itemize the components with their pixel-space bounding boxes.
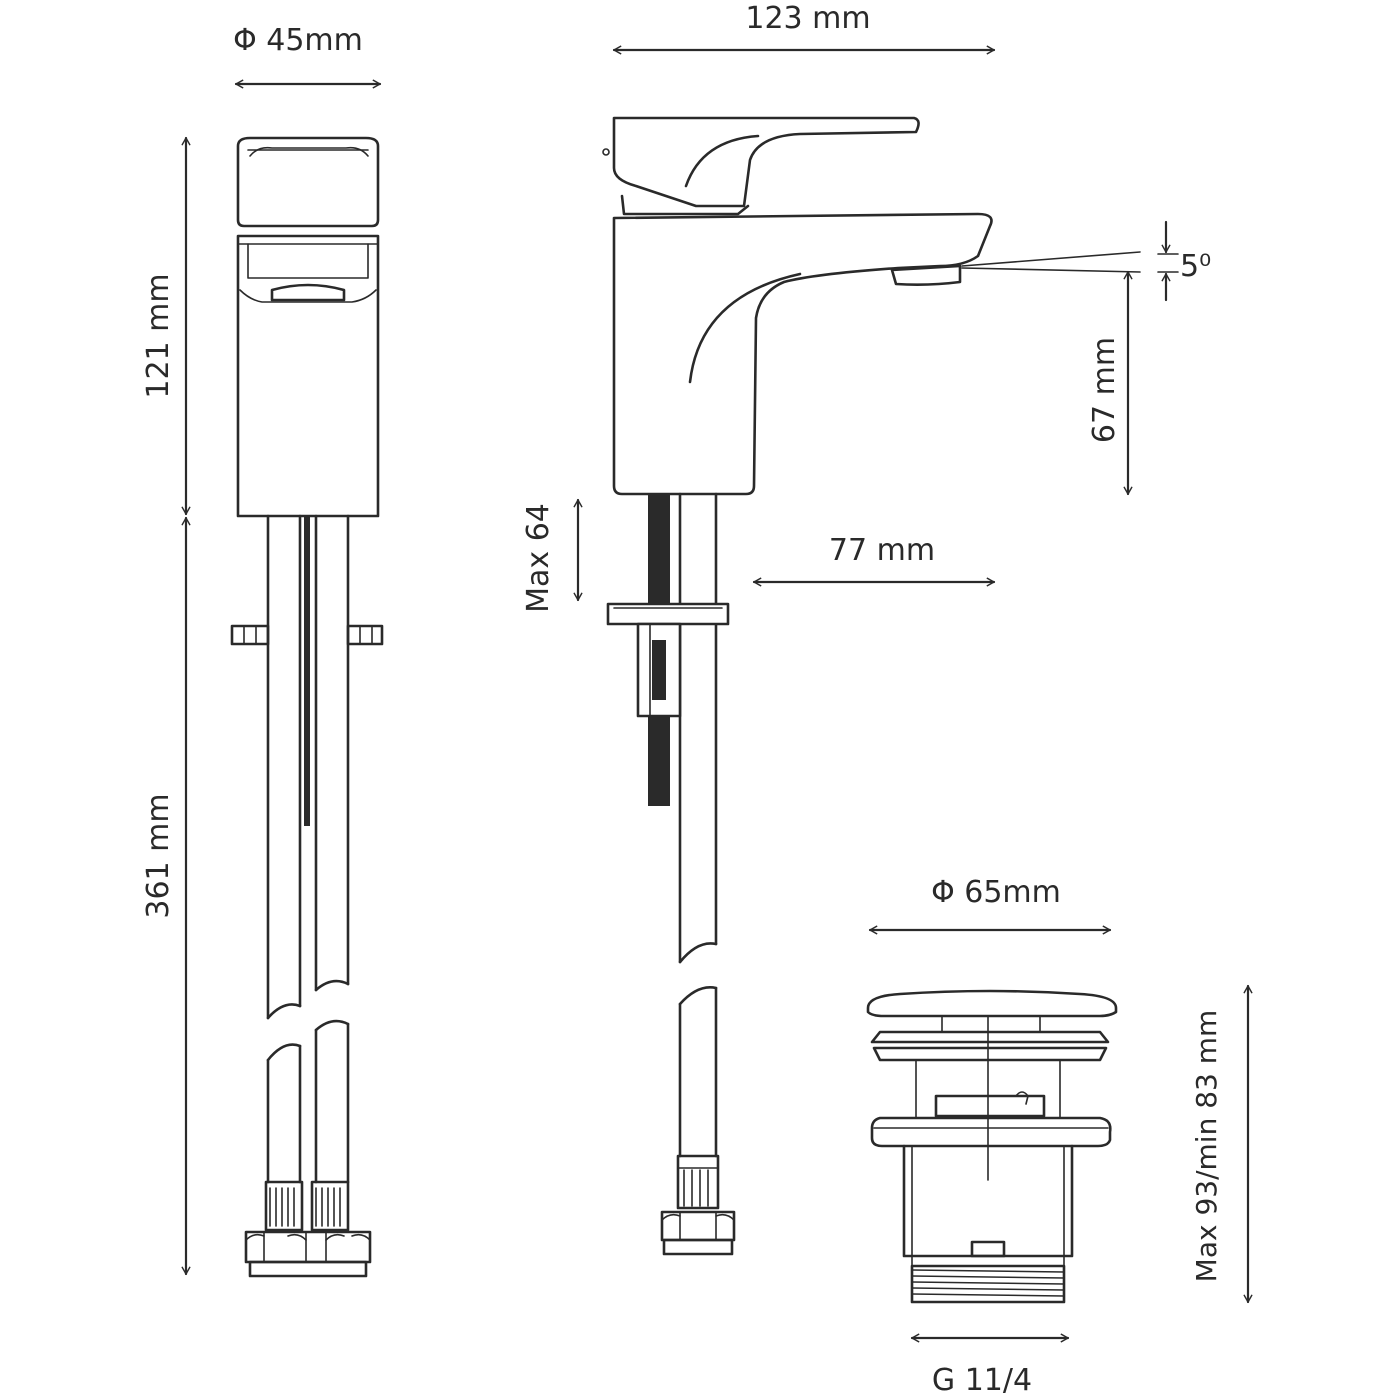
- front-hose-length-label: 361 mm: [141, 793, 176, 918]
- side-view: [602, 116, 1141, 1256]
- max-deck-thickness-label: Max 64: [521, 503, 556, 613]
- front-body-height-label: 121 mm: [141, 273, 176, 398]
- front-view: [230, 136, 384, 1278]
- side-dimensions: [578, 50, 1179, 602]
- pop-up-waste: [866, 989, 1118, 1304]
- waste-thread-label: G 11/4: [932, 1363, 1032, 1398]
- front-dimensions: [186, 84, 382, 1276]
- spout-angle-label: 5⁰: [1180, 249, 1211, 284]
- waste-height-label: Max 93/min 83 mm: [1190, 1010, 1223, 1283]
- spout-height-label: 67 mm: [1087, 337, 1122, 443]
- side-reach-label: 123 mm: [745, 1, 870, 36]
- spout-projection-label: 77 mm: [829, 533, 935, 568]
- waste-diameter-label: Φ 65mm: [931, 875, 1061, 910]
- waste-dimensions: [868, 930, 1248, 1338]
- front-diameter-label: Φ 45mm: [233, 23, 363, 58]
